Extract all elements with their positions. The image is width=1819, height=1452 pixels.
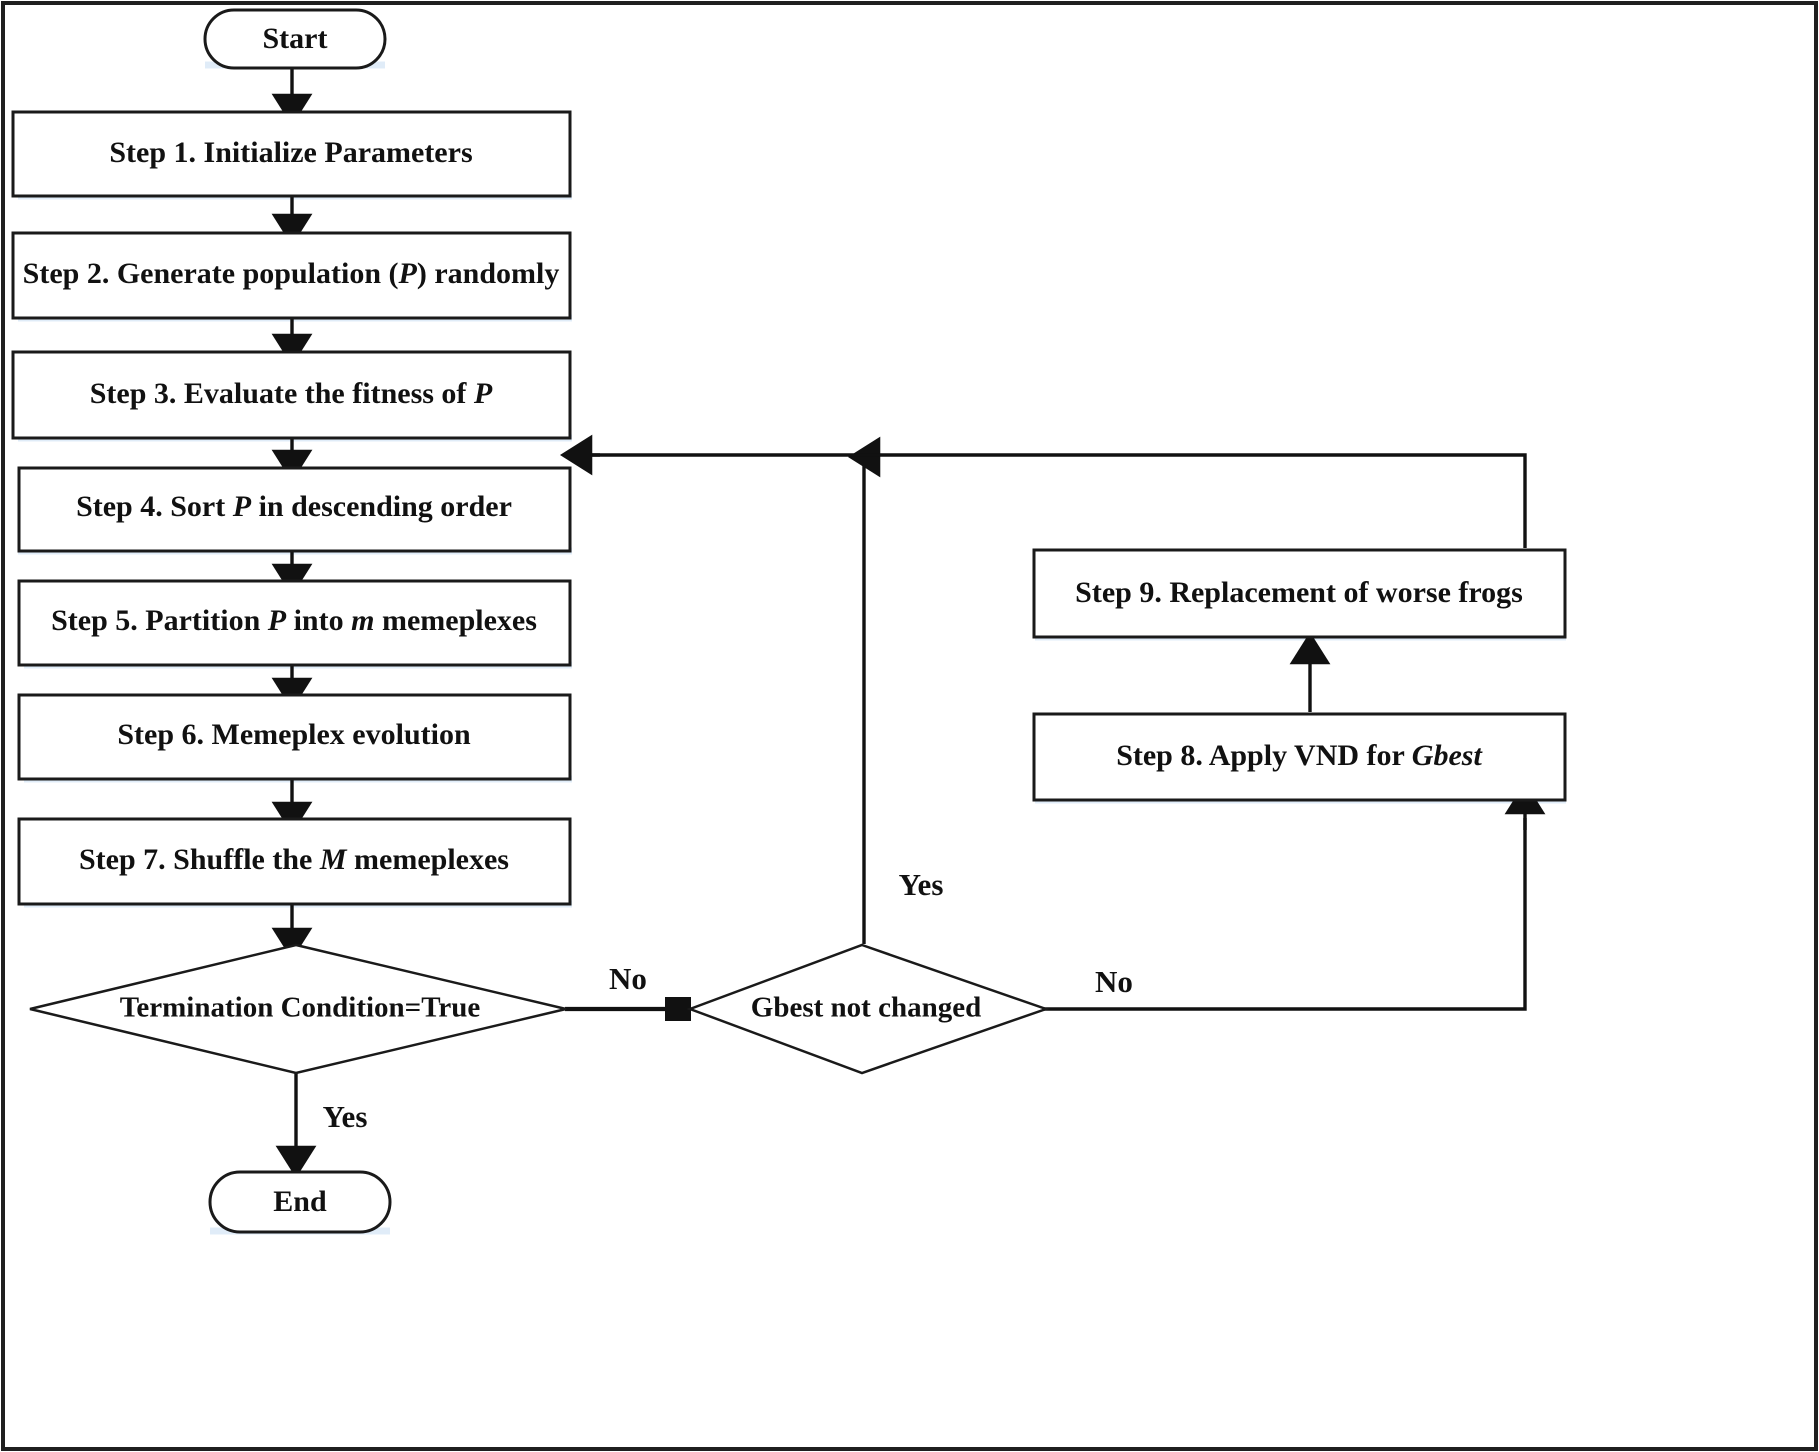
- node-step9[interactable]: Step 9. Replacement of worse frogs: [1032, 548, 1567, 639]
- gbest-decision-label: Gbest not changed: [751, 992, 981, 1024]
- edge-step9-to-step3: [590, 453, 1527, 548]
- step5-shape: [17, 579, 572, 667]
- step9-shape: [1032, 548, 1567, 639]
- node-step4[interactable]: Step 4. Sort P in descending order: [17, 466, 572, 553]
- edge-label-gbest-no: No: [1095, 964, 1133, 999]
- end-shape: [208, 1170, 392, 1234]
- node-termination-decision[interactable]: Termination Condition=True: [29, 943, 567, 1075]
- start-shape: [203, 8, 387, 70]
- end-label: End: [273, 1185, 327, 1218]
- step4-label: Step 4. Sort P in descending order: [76, 490, 512, 523]
- step8-label: Step 8. Apply VND for Gbest: [1116, 739, 1483, 772]
- node-step8[interactable]: Step 8. Apply VND for Gbest: [1032, 712, 1567, 802]
- termination-decision-shape: [29, 943, 567, 1075]
- termination-decision-label: Termination Condition=True: [120, 992, 481, 1024]
- step7-label: Step 7. Shuffle the M memeplexes: [79, 843, 509, 876]
- node-step5[interactable]: Step 5. Partition P into m memeplexes: [17, 579, 572, 667]
- node-start[interactable]: Start: [203, 8, 387, 70]
- edge-gbest-no-to-step8: [1044, 818, 1527, 1011]
- gbest-decision-shape: [686, 943, 1050, 1075]
- start-label: Start: [263, 22, 328, 55]
- step1-label: Step 1. Initialize Parameters: [109, 136, 472, 169]
- edge-label-termination-yes: Yes: [323, 1099, 368, 1134]
- step4-shape: [17, 466, 572, 553]
- node-gbest-decision[interactable]: Gbest not changed: [686, 943, 1050, 1075]
- step9-label: Step 9. Replacement of worse frogs: [1075, 576, 1523, 609]
- node-step6[interactable]: Step 6. Memeplex evolution: [17, 693, 572, 781]
- step6-shape: [17, 693, 572, 781]
- step2-label: Step 2. Generate population (P) randomly: [23, 257, 560, 290]
- step5-label: Step 5. Partition P into m memeplexes: [51, 604, 537, 637]
- step8-shape: [1032, 712, 1567, 802]
- connectors: [271, 67, 1546, 1179]
- edge-label-termination-no: No: [609, 961, 647, 996]
- step3-shape: [11, 350, 572, 440]
- node-step3[interactable]: Step 3. Evaluate the fitness of P: [11, 350, 572, 440]
- node-step2[interactable]: Step 2. Generate population (P) randomly: [11, 231, 572, 320]
- step6-label: Step 6. Memeplex evolution: [117, 718, 471, 751]
- step1-shape: [11, 110, 572, 198]
- edge-label-gbest-yes: Yes: [899, 867, 944, 902]
- step7-shape: [17, 817, 572, 906]
- node-step7[interactable]: Step 7. Shuffle the M memeplexes: [17, 817, 572, 906]
- node-step1[interactable]: Step 1. Initialize Parameters: [11, 110, 572, 198]
- step3-label: Step 3. Evaluate the fitness of P: [90, 377, 493, 410]
- node-end[interactable]: End: [208, 1170, 392, 1234]
- step2-shape: [11, 231, 572, 320]
